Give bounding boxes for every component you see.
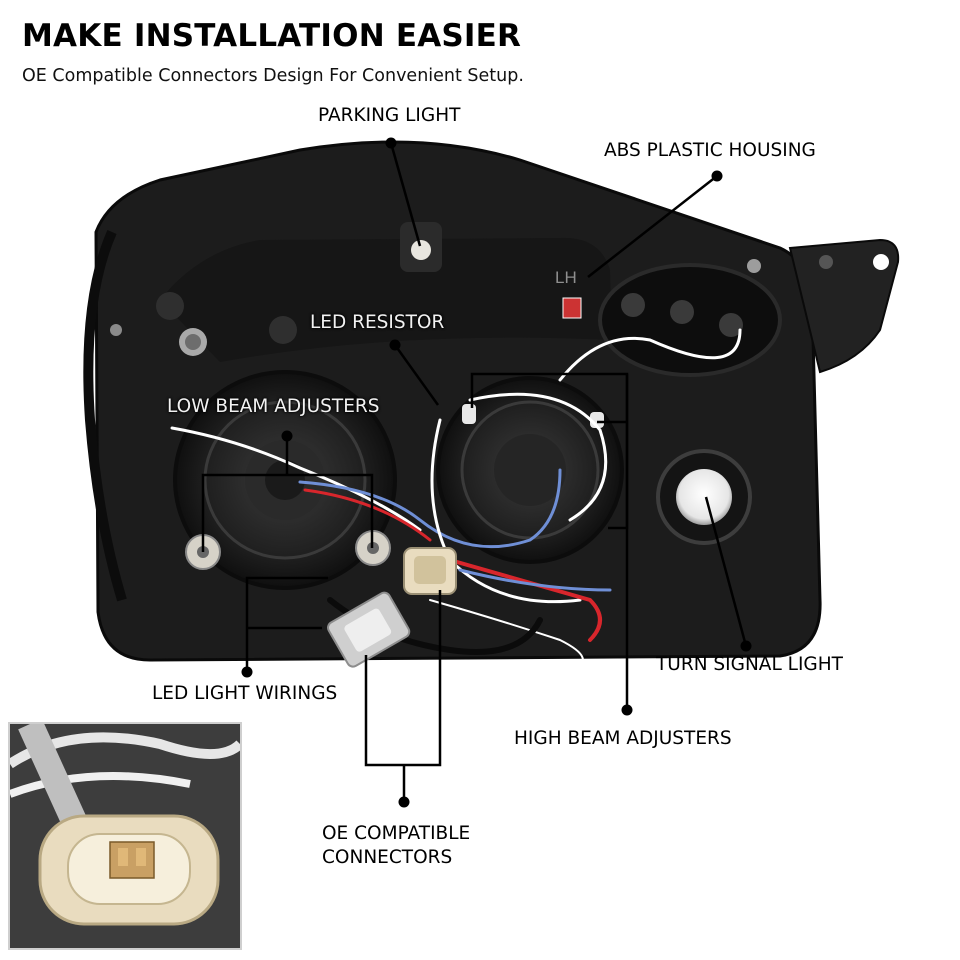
connector-closeup-art: [10, 724, 240, 948]
low-beam-adjusters-label: LOW BEAM ADJUSTERS: [167, 396, 380, 417]
oe-connector-plug: [403, 547, 457, 595]
low-beam-marker: [281, 430, 293, 442]
high-beam-marker: [621, 704, 633, 716]
turn-signal-label: TURN SIGNAL LIGHT: [656, 654, 843, 675]
housing-lh-mark: LH: [555, 268, 577, 287]
housing-edge-cable: [83, 229, 127, 602]
high-beam-adjusters-label: HIGH BEAM ADJUSTERS: [514, 728, 732, 749]
mounting-bolt: [819, 255, 833, 269]
page-subtitle: OE Compatible Connectors Design For Conv…: [22, 66, 524, 86]
dot-mark-badge: [562, 297, 582, 319]
abs-housing-marker: [711, 170, 723, 182]
mounting-hole: [873, 254, 889, 270]
oe-connectors-marker: [398, 796, 410, 808]
turn-signal-marker: [740, 640, 752, 652]
callout-leaders: [201, 142, 748, 800]
oe-connectors-label-line2: CONNECTORS: [322, 847, 453, 868]
callout-markers: [241, 137, 752, 808]
housing-screws: [110, 259, 761, 356]
page-title: MAKE INSTALLATION EASIER: [22, 18, 522, 54]
mounting-bracket: [788, 238, 900, 374]
parking-light-marker: [385, 137, 397, 149]
oe-connector-socket: [327, 591, 411, 668]
led-resistor-marker: [389, 339, 401, 351]
led-light-wirings-label: LED LIGHT WIRINGS: [152, 683, 338, 704]
led-resistor-label: LED RESISTOR: [310, 312, 445, 333]
oe-connectors-label-line1: OE COMPATIBLE: [322, 823, 471, 844]
parking-light-label: PARKING LIGHT: [318, 105, 461, 126]
parking-light-bulb: [411, 240, 431, 260]
led-wirings-marker: [241, 666, 253, 678]
abs-housing-label: ABS PLASTIC HOUSING: [604, 140, 816, 161]
connector-closeup-inset: [8, 722, 242, 950]
turn-signal-bulb: [676, 469, 732, 525]
